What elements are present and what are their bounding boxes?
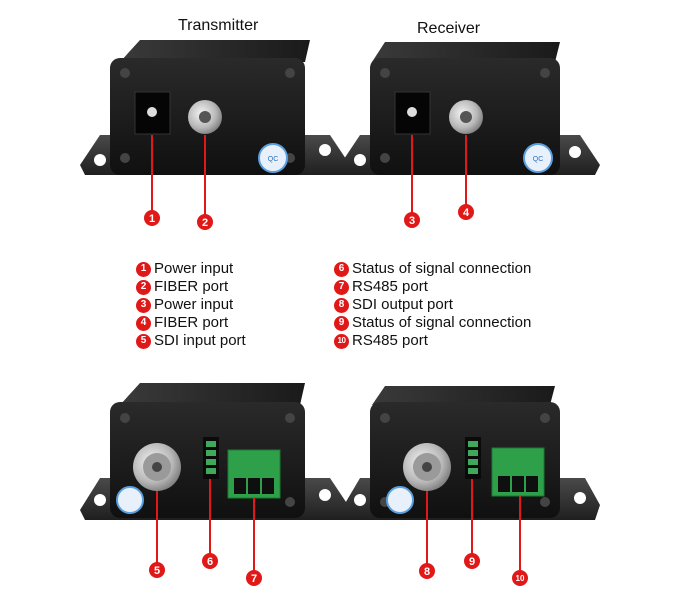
legend-number-badge: 5 (136, 333, 151, 349)
transmitter-bottom-device (80, 383, 350, 520)
svg-text:8: 8 (424, 566, 430, 578)
legend-label: SDI input port (154, 332, 246, 349)
svg-text:QC: QC (533, 156, 544, 163)
legend-number-badge: 6 (334, 261, 349, 277)
svg-text:9: 9 (469, 556, 475, 568)
legend-label: RS485 port (352, 332, 428, 349)
marker-2: 2 (197, 214, 213, 230)
legend-label: SDI output port (352, 296, 453, 313)
marker-5: 5 (149, 562, 165, 578)
marker-7: 7 (246, 570, 262, 586)
legend-number-badge: 9 (334, 315, 349, 331)
marker-1: 1 (144, 210, 160, 226)
legend-label: Power input (154, 296, 234, 313)
receiver-heading: Receiver (417, 20, 481, 37)
svg-text:5: 5 (154, 565, 160, 577)
marker-10: 10 (512, 570, 528, 586)
marker-8: 8 (419, 563, 435, 579)
legend-label: RS485 port (352, 278, 428, 295)
marker-4: 4 (458, 204, 474, 220)
legend-number-badge: 1 (136, 261, 151, 277)
marker-6: 6 (202, 553, 218, 569)
legend-label: Power input (154, 260, 234, 277)
svg-text:6: 6 (207, 556, 213, 568)
marker-3: 3 (404, 212, 420, 228)
legend-number-badge: 7 (334, 279, 349, 295)
legend-label: FIBER port (154, 314, 229, 331)
callout-lines (151, 135, 521, 572)
legend-label: Status of signal connection (352, 260, 532, 277)
marker-badges: 1 2 3 4 5 6 7 8 9 10 (144, 204, 528, 586)
legend-number-badge: 2 (136, 279, 151, 295)
svg-text:7: 7 (251, 573, 257, 585)
marker-9: 9 (464, 553, 480, 569)
svg-text:4: 4 (463, 207, 470, 219)
legend-number-badge: 10 (334, 333, 349, 349)
legend-label: Status of signal connection (352, 314, 532, 331)
legend-number-badge: 3 (136, 297, 151, 313)
svg-text:1: 1 (149, 213, 155, 225)
svg-text:3: 3 (409, 215, 415, 227)
transmitter-heading: Transmitter (178, 17, 259, 34)
receiver-bottom-device (340, 386, 600, 520)
svg-text:10: 10 (516, 574, 525, 583)
svg-text:QC: QC (268, 156, 279, 163)
transmitter-top-device: QC (80, 40, 350, 175)
legend-number-badge: 8 (334, 297, 349, 313)
svg-text:2: 2 (202, 217, 208, 229)
legend-label: FIBER port (154, 278, 229, 295)
receiver-top-device: QC (340, 42, 600, 175)
legend-number-badge: 4 (136, 315, 151, 331)
